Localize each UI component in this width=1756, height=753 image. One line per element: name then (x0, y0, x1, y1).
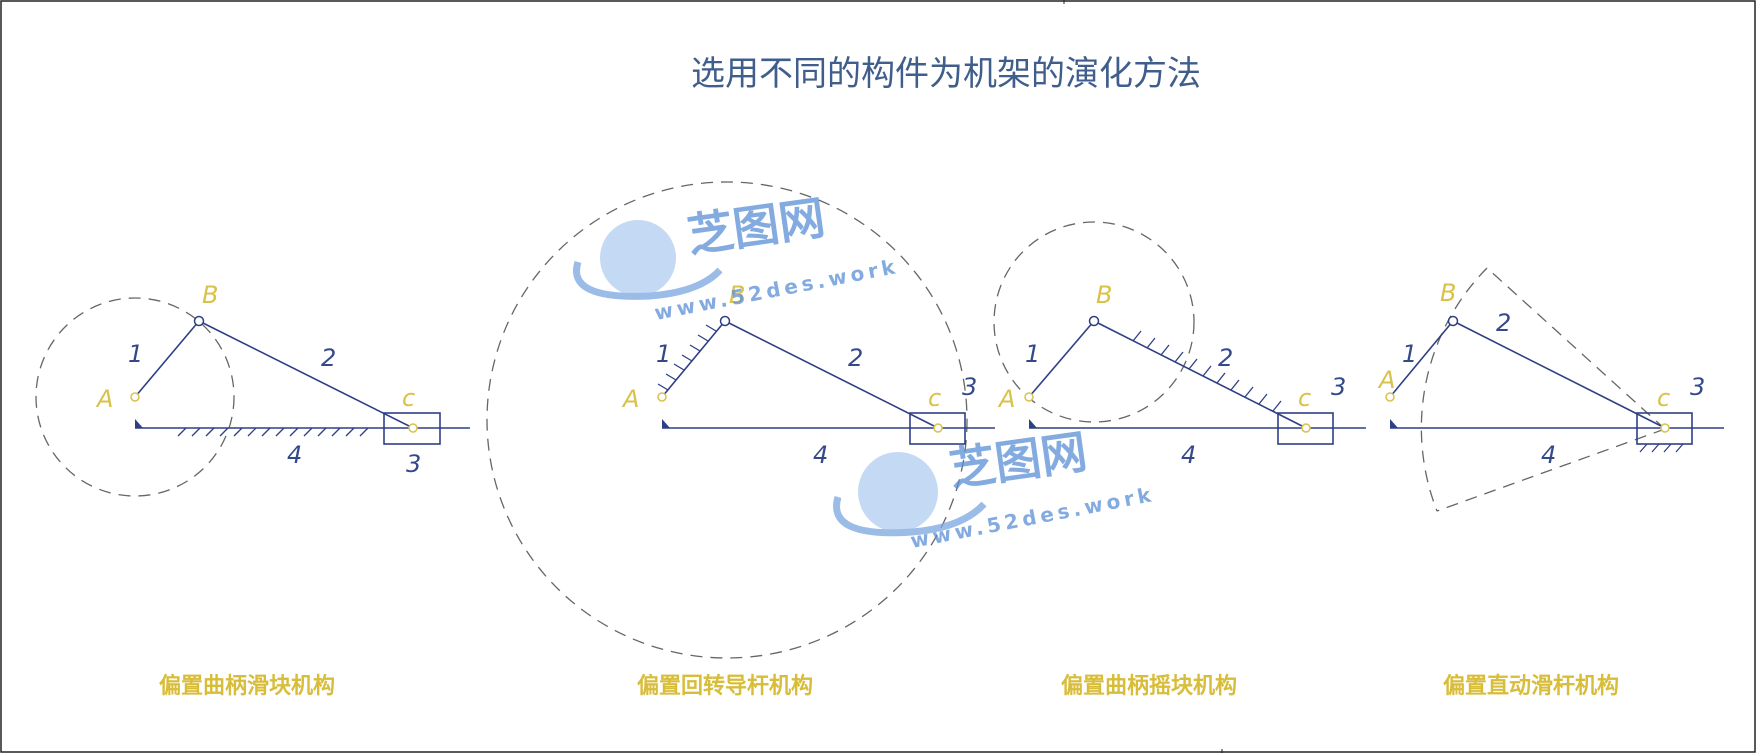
joint-A (657, 392, 667, 402)
fixed-pivot-mark (135, 419, 143, 428)
watermark-brand: 芝图网 (684, 190, 828, 263)
rocker-block (1277, 412, 1334, 445)
joint-B (193, 315, 205, 327)
slider-block (909, 412, 966, 445)
label-A: A (997, 385, 1015, 413)
label-link-3: 3 (1331, 373, 1346, 401)
label-B: B (729, 281, 745, 309)
label-link-1: 1 (1402, 340, 1417, 368)
link-2-fixed (1093, 320, 1307, 429)
link-1 (134, 320, 200, 398)
mechanism-rotating-guide-bar: A B c 1 2 3 4 偏置回转导杆机构 (486, 181, 995, 699)
label-B: B (202, 281, 218, 309)
watermark-brand: 芝图网 (946, 424, 1090, 497)
joint-C (1660, 423, 1670, 433)
label-A: A (95, 385, 113, 413)
joint-C (933, 423, 943, 433)
fixed-pivot-mark (1029, 419, 1037, 428)
link-2 (724, 320, 939, 429)
fixed-pivot-mark (1390, 419, 1398, 428)
label-C: c (928, 384, 941, 412)
fixed-link-1 (661, 320, 726, 398)
link-2 (1452, 320, 1666, 429)
joint-A (1024, 392, 1034, 402)
label-link-4: 4 (1541, 441, 1556, 469)
fixed-link-hatch (657, 324, 717, 391)
label-link-1: 1 (1025, 340, 1040, 368)
label-link-2: 2 (848, 344, 863, 372)
label-link-3: 3 (962, 373, 977, 401)
joint-B (1447, 315, 1459, 327)
label-B: B (1096, 281, 1112, 309)
mechanism-crank-slider: A B c 1 2 3 4 偏置曲柄滑块机构 (35, 281, 470, 699)
label-link-3: 3 (1690, 373, 1705, 401)
link-1 (1028, 320, 1095, 398)
slider-block (383, 412, 441, 445)
label-C: c (1657, 384, 1670, 412)
joint-B (1088, 315, 1100, 327)
joint-A (1385, 392, 1395, 402)
swing-sector (1420, 267, 1666, 512)
link-2 (198, 320, 414, 429)
label-A: A (621, 385, 639, 413)
page-title: 选用不同的构件为机架的演化方法 (691, 54, 1201, 94)
fixed-slider-block (1636, 412, 1693, 445)
mechanism-translating-slide-bar: A B c 1 2 3 4 偏置直动滑杆机构 (1377, 267, 1724, 699)
caption: 偏置曲柄摇块机构 (1061, 673, 1237, 699)
ground-hatch (177, 427, 369, 437)
joint-C (408, 423, 418, 433)
label-link-3: 3 (406, 450, 421, 478)
label-link-4: 4 (813, 441, 828, 469)
label-link-4: 4 (1181, 441, 1196, 469)
link-1 (1389, 320, 1454, 398)
label-C: c (402, 384, 415, 412)
fixed-pivot-mark (662, 419, 670, 428)
label-link-2: 2 (1218, 344, 1233, 372)
caption: 偏置曲柄滑块机构 (159, 673, 335, 699)
crank-circle (35, 297, 235, 497)
label-link-1: 1 (128, 340, 143, 368)
mechanism-crank-rocker-block: A B c 1 2 3 4 偏置曲柄摇块机构 (993, 221, 1366, 699)
watermark-globe (858, 452, 938, 532)
watermark-swoosh (573, 260, 723, 300)
label-C: c (1298, 384, 1311, 412)
crank-circle (993, 221, 1195, 423)
watermark-upper: 芝图网 www.52des.work (573, 190, 901, 325)
watermark-globe (600, 220, 676, 296)
label-link-2: 2 (321, 344, 336, 372)
joint-B (719, 315, 731, 327)
ground-hatch (1639, 443, 1684, 453)
label-B: B (1440, 279, 1456, 307)
label-link-4: 4 (287, 441, 302, 469)
label-A: A (1377, 366, 1395, 394)
fixed-link-hatch (1132, 330, 1282, 412)
watermark-lower: 芝图网 www.52des.work (833, 424, 1157, 553)
caption: 偏置直动滑杆机构 (1443, 673, 1619, 699)
joint-A (130, 392, 140, 402)
joint-C (1301, 423, 1311, 433)
caption: 偏置回转导杆机构 (637, 673, 813, 699)
guide-circle (486, 181, 968, 659)
label-link-2: 2 (1496, 309, 1511, 337)
watermark-swoosh (833, 496, 987, 537)
label-link-1: 1 (656, 340, 671, 368)
